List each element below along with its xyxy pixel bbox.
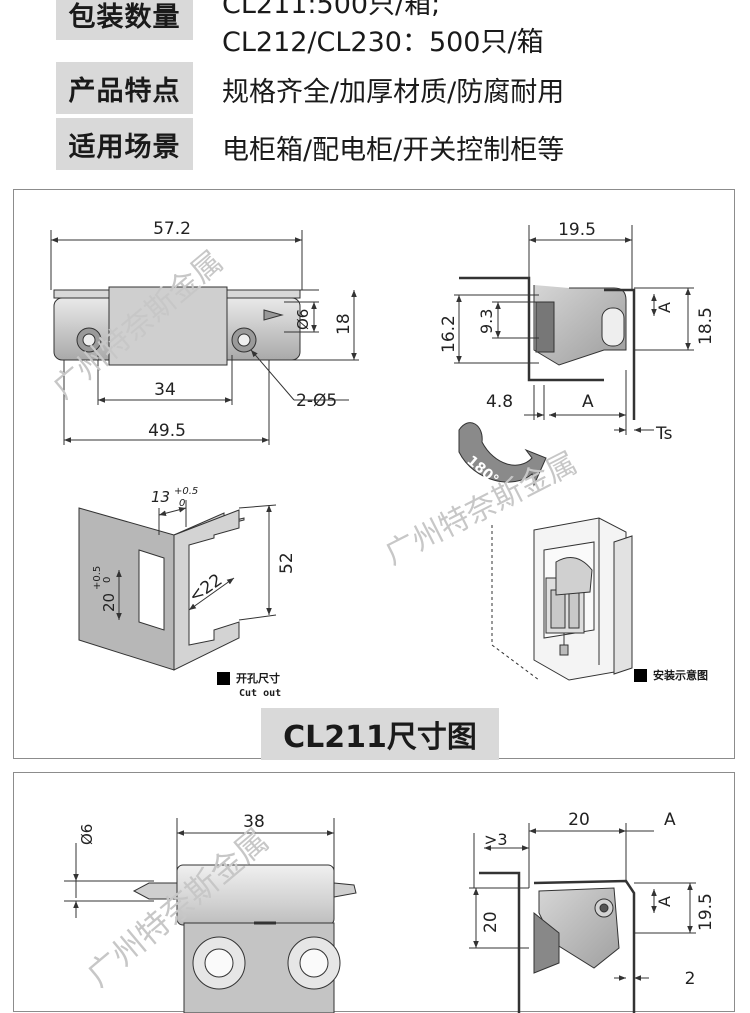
dim-label: A [664,810,676,830]
dim-label: 9.3 [477,309,496,334]
dimension-panel-cl211: 57.2 34 49.5 2-Ø5 Ø6 18 [13,189,735,759]
dim-label: 4.8 [486,392,513,412]
dim-label: A [582,392,594,412]
dim-label: A [655,896,674,907]
panel-caption: CL211尺寸图 [261,708,499,760]
dim-label: 57.2 [153,219,191,239]
spec-label: 包装数量 [56,0,193,40]
dim-label: <22 [185,570,226,607]
cutout-view [78,500,277,671]
front-view [50,230,359,445]
dim-label: 13 [151,488,170,506]
dim-label: A [655,302,674,313]
spec-row-features: 产品特点 规格齐全/加厚材质/防腐耐用 [0,62,750,118]
dim-label: +0.5 [174,486,198,497]
spec-value: 电柜箱/配电柜/开关控制柜等 [222,135,565,166]
dimension-panel-cl212: Ø6 38 20 A >3 20 [13,772,735,1013]
dim-label: Ts [655,424,673,444]
front-view [64,818,357,1013]
install-view [491,517,633,681]
dim-label: 0 [179,498,185,509]
legend-cutout: 开孔尺寸 [217,670,280,686]
dim-label: 2 [685,969,696,989]
dim-label: 18 [334,313,354,335]
legend-square-icon [634,668,647,682]
dim-label: 16.2 [439,315,459,353]
spec-row-package: 包装数量 CL211:500只/箱; [0,0,750,44]
dim-label: Ø6 [78,824,96,845]
legend-install: 安装示意图 [634,667,708,683]
rotation-arrow [458,422,547,487]
dimension-drawing: Ø6 38 20 A >3 20 [64,810,716,1013]
spec-row-applications: 适用场景 电柜箱/配电柜/开关控制柜等 [0,118,750,174]
dim-label: 38 [243,812,265,832]
dim-label: Ø6 [294,309,312,330]
spec-label: 适用场景 [56,118,193,170]
spec-value: CL211:500只/箱; [222,0,441,20]
side-view [454,225,694,435]
side-view [469,823,696,1013]
dimension-drawing: 57.2 34 49.5 2-Ø5 Ø6 18 [47,219,716,681]
spec-value: 规格齐全/加厚材质/防腐耐用 [222,77,565,108]
dim-label: 20 [100,593,118,612]
spec-label: 产品特点 [56,62,193,114]
legend-square-icon [217,671,230,685]
dim-label: 2-Ø5 [296,391,337,411]
dim-label: +0.5 [92,566,103,590]
dim-label: 19.5 [696,893,716,931]
spec-value-line2: CL212/CL230：500只/箱 [222,27,544,58]
legend-label: 开孔尺寸 [236,672,280,685]
dim-label: 19.5 [558,220,596,240]
dim-label: 0 [102,577,113,583]
dim-label: 20 [568,810,590,830]
dim-label: >3 [484,830,508,849]
legend-cutout-sub: Cut out [239,688,282,699]
dim-label: 34 [154,380,176,400]
dim-label: 49.5 [148,421,186,441]
legend-label: 安装示意图 [653,669,708,682]
dim-label: 20 [481,911,501,933]
dim-label: 18.5 [696,307,716,345]
dim-label: 52 [277,552,297,574]
